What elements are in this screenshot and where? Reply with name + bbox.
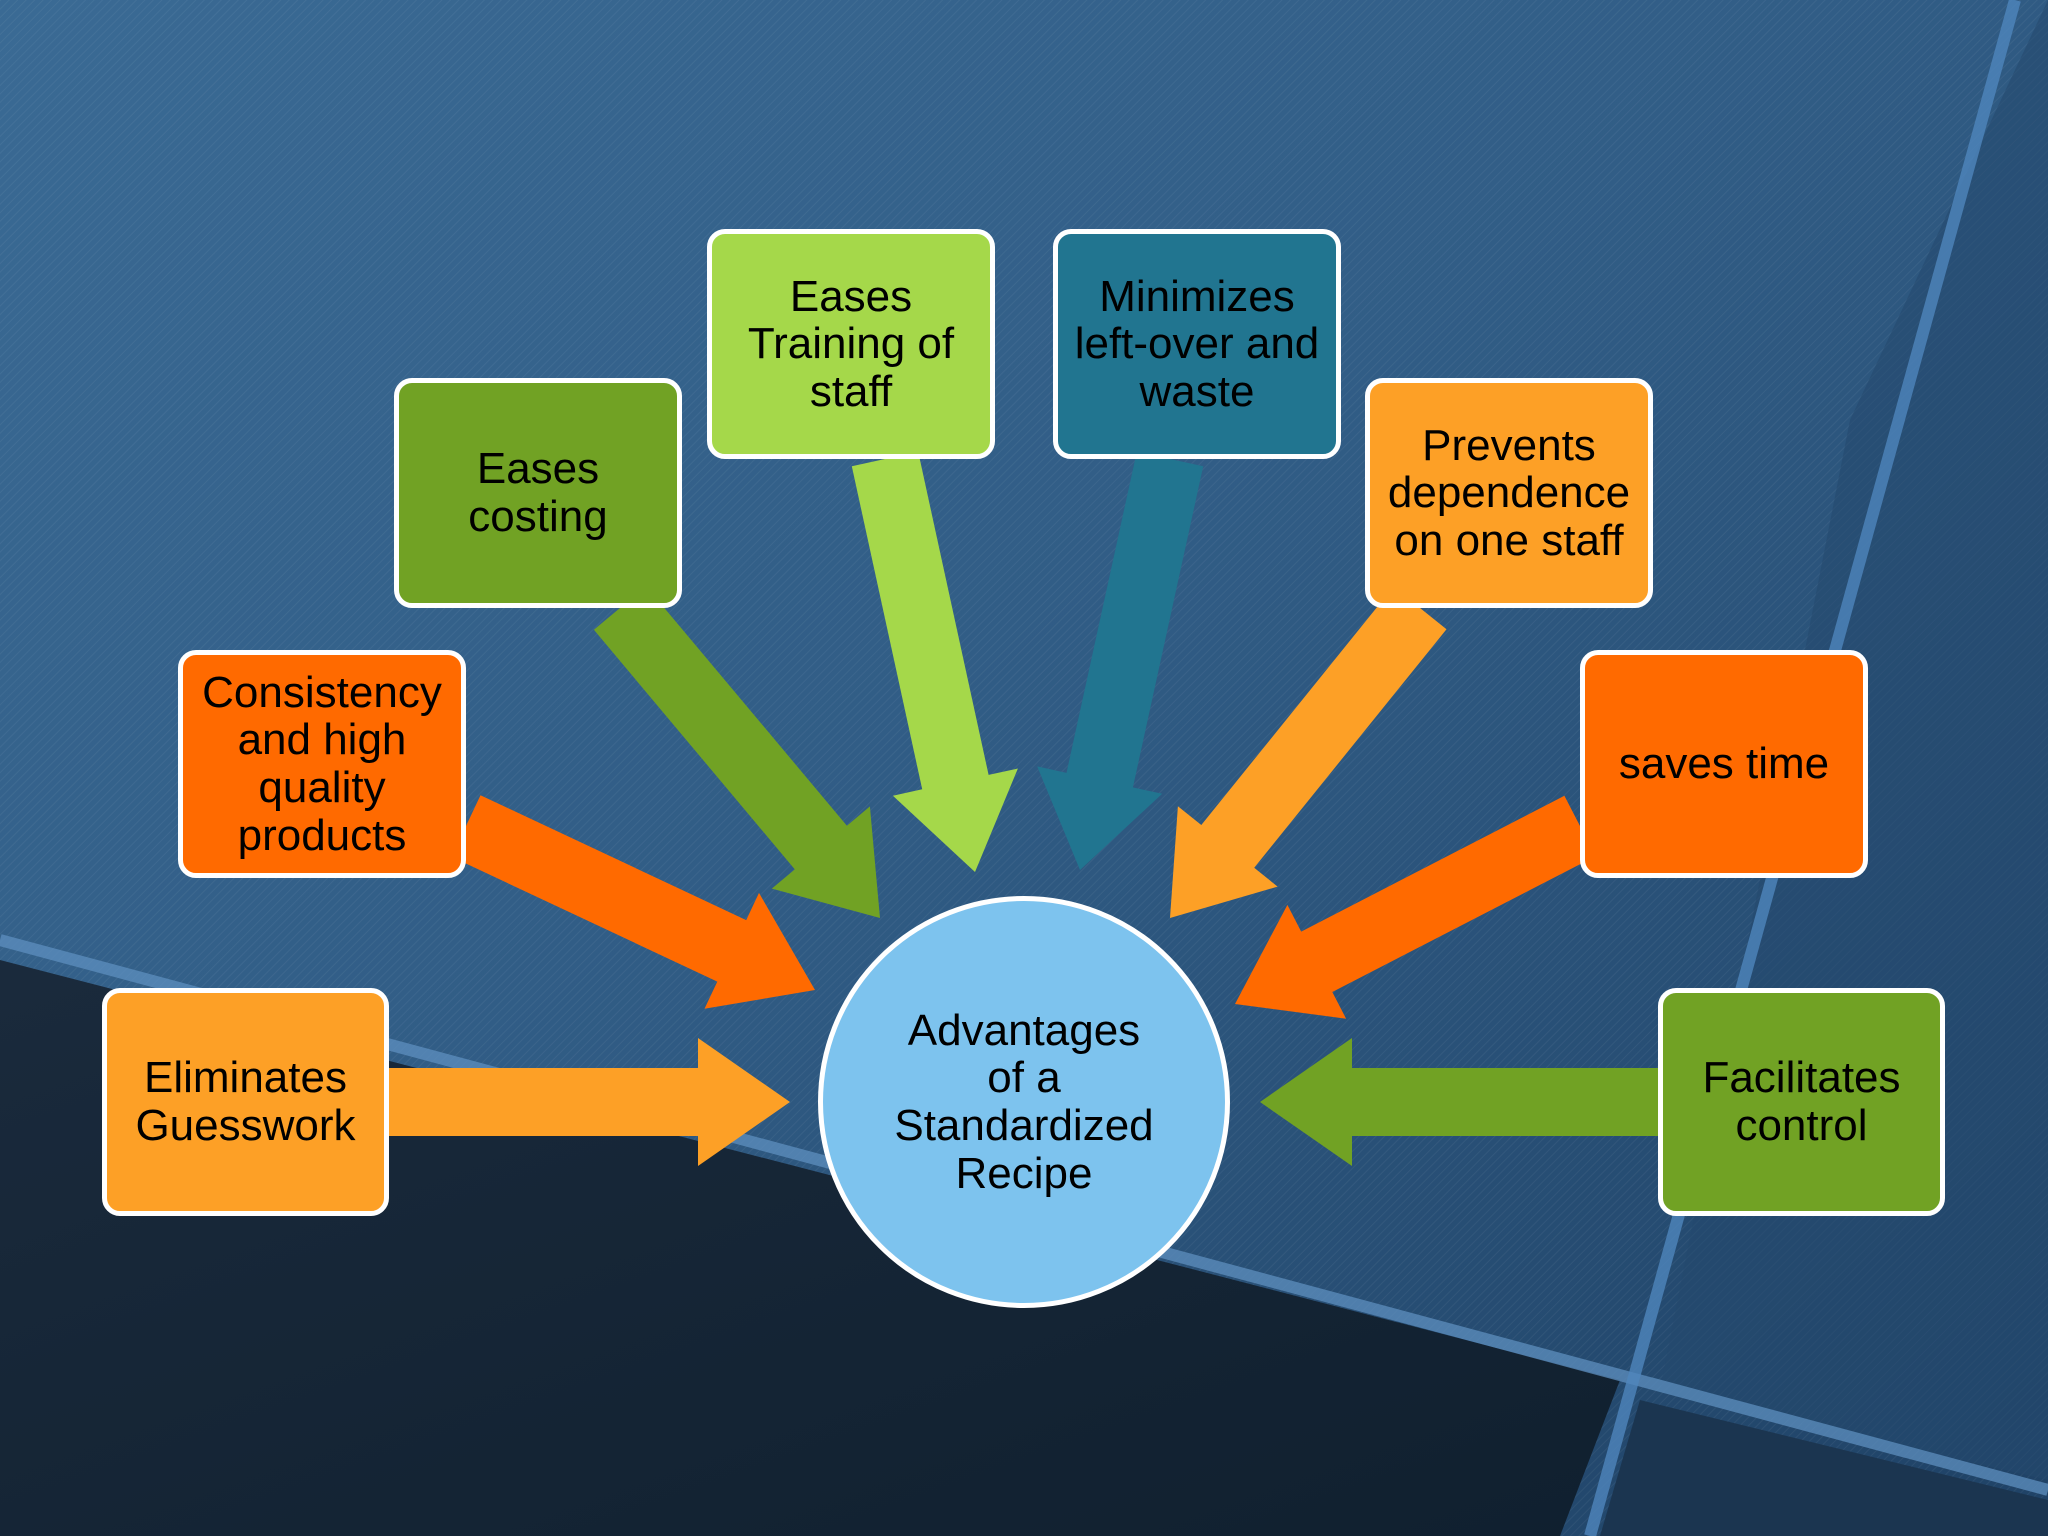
- node-eliminates-guesswork: Eliminates Guesswork: [102, 988, 389, 1216]
- node-eases-training: Eases Training of staff: [707, 229, 995, 459]
- node-facilitates-control: Facilitates control: [1658, 988, 1945, 1216]
- node-prevents-dependence: Prevents dependence on one staff: [1365, 378, 1653, 608]
- node-eases-costing: Eases costing: [394, 378, 682, 608]
- arrow-eases-costing: [593, 586, 880, 918]
- arrows-layer: [389, 451, 1658, 1166]
- node-label: Eliminates Guesswork: [135, 1053, 356, 1150]
- node-label: Eases costing: [468, 444, 608, 541]
- center-label: Advantages of a Standardized Recipe: [894, 1005, 1154, 1198]
- arrow-facilitates-control: [1260, 1038, 1658, 1166]
- node-label: Eases Training of staff: [747, 271, 955, 416]
- node-label: Facilitates control: [1702, 1053, 1901, 1150]
- node-label: Minimizes left-over and waste: [1074, 271, 1320, 416]
- node-saves-time: saves time: [1580, 650, 1868, 878]
- node-minimizes-waste: Minimizes left-over and waste: [1053, 229, 1341, 459]
- node-consistency: Consistency and high quality products: [178, 650, 466, 878]
- arrow-eases-training: [851, 451, 1018, 872]
- arrow-saves-time: [1235, 795, 1596, 1019]
- arrow-eliminates-guesswork: [389, 1038, 790, 1166]
- node-label: Consistency and high quality products: [202, 667, 442, 860]
- node-label: saves time: [1618, 739, 1830, 789]
- center-circle: Advantages of a Standardized Recipe: [818, 896, 1230, 1308]
- node-label: Prevents dependence on one staff: [1387, 420, 1631, 565]
- corner-panel-shape: [1600, 1400, 2048, 1536]
- arrow-minimizes-waste: [1037, 451, 1204, 870]
- arrow-consistency: [451, 795, 815, 1009]
- arrow-prevents-dependence: [1170, 586, 1447, 918]
